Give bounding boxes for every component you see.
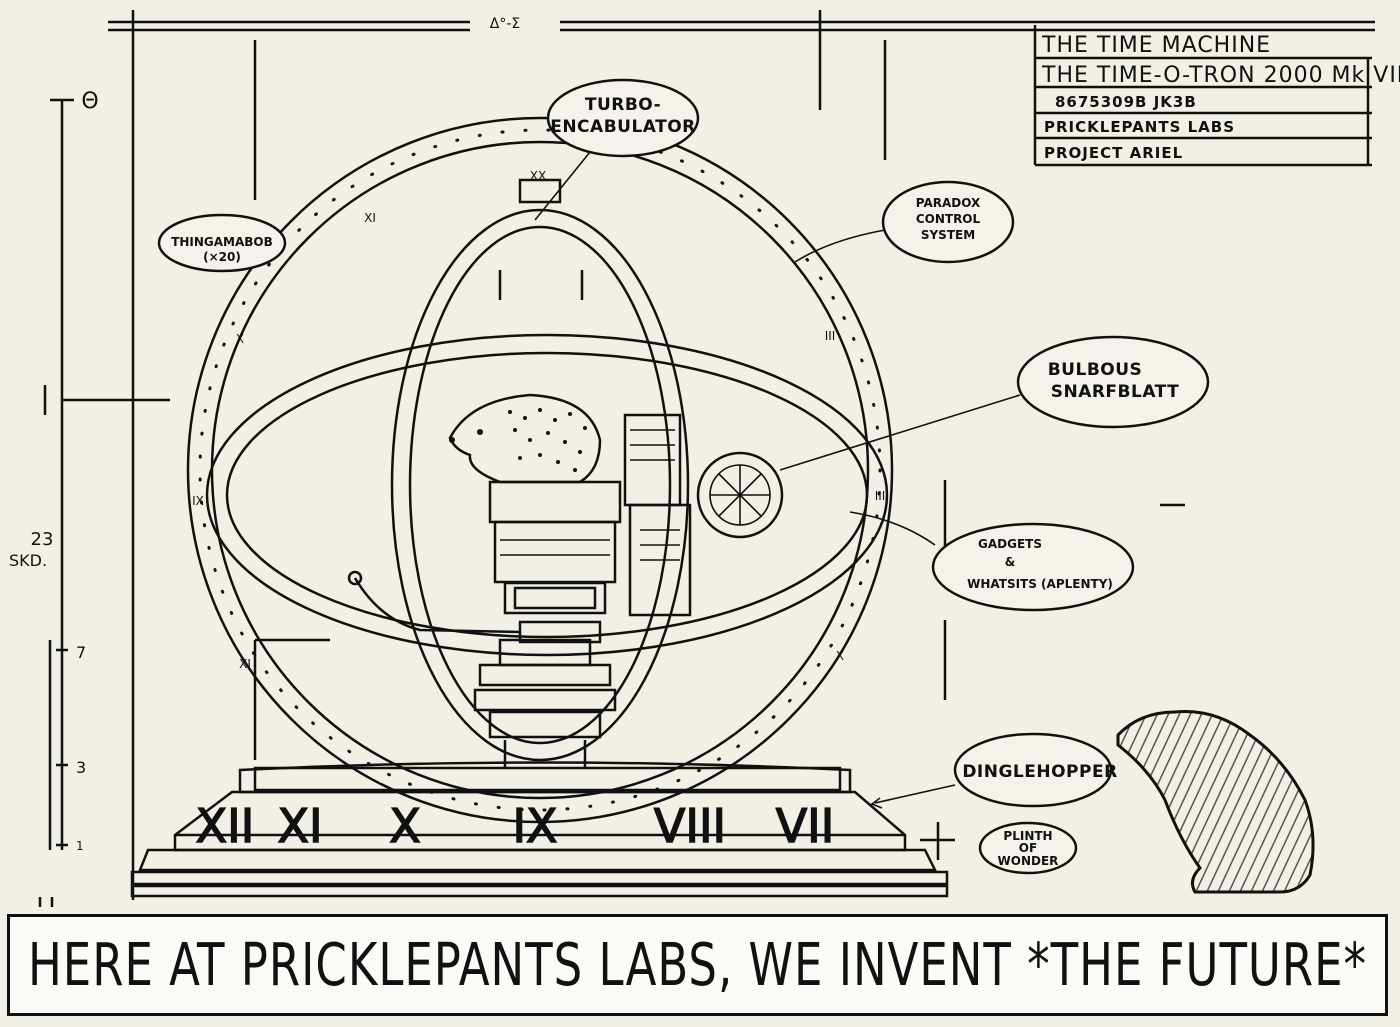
callout-turbo-encabulator: TURBO- ENCABULATOR — [546, 78, 700, 158]
plinth-label-line2: OF — [1019, 841, 1037, 855]
paradox-label-line2: CONTROL — [916, 212, 981, 226]
plinth-numeral-vii: VII — [776, 799, 835, 853]
machine-core — [347, 393, 784, 768]
gadgets-label-line2: & — [1005, 555, 1015, 569]
vertical-gimbal — [390, 178, 690, 762]
callout-dinglehopper: DINGLEHOPPER — [953, 732, 1117, 808]
callout-paradox-control: PARADOX CONTROL SYSTEM — [881, 180, 1015, 264]
ring-numeral-lower-right: X — [836, 649, 844, 663]
plinth-numeral-xii: XII — [196, 799, 255, 853]
scale-tick-3: 3 — [76, 758, 86, 777]
dimension-lines — [38, 10, 1375, 907]
theta-mark: Θ — [81, 89, 98, 114]
horizontal-gimbal — [205, 333, 889, 657]
plinth-label-line1: PLINTH — [1003, 829, 1052, 843]
turbo-label-line2: ENCABULATOR — [550, 117, 696, 137]
thing-label-line1: THINGAMABOB — [171, 235, 273, 249]
title-block-line-4: PRICKLEPANTS LABS — [1044, 118, 1235, 136]
caption-text: HERE AT PRICKLEPANTS LABS, WE INVENT *TH… — [27, 930, 1368, 1000]
title-block-line-5: PROJECT ARIEL — [1044, 144, 1183, 162]
scale-tick-1: 1 — [76, 839, 84, 853]
thing-label-line2: (×20) — [203, 250, 241, 264]
ring-numeral-left-upper: X — [236, 332, 244, 346]
outer-ring — [186, 116, 894, 824]
title-block-line-3: 8675309B JK3B — [1055, 93, 1197, 111]
title-block-line-1: THE TIME MACHINE — [1041, 33, 1271, 58]
callout-leaders — [534, 151, 1021, 809]
paradox-label-line1: PARADOX — [916, 196, 981, 210]
callout-bulbous-snarfblatt: BULBOUS SNARFBLATT — [1016, 335, 1210, 429]
title-block-line-2: THE TIME-O-TRON 2000 Mk VIII — [1041, 63, 1400, 88]
callout-thingamabob: THINGAMABOB (×20) — [157, 213, 287, 273]
plinth-numeral-viii: VIII — [654, 799, 726, 853]
height-unit: SKD. — [9, 551, 47, 570]
bulbous-label-line1: BULBOUS — [1048, 360, 1143, 380]
bulbous-label-line2: SNARFBLATT — [1051, 382, 1180, 402]
paradox-label-line3: SYSTEM — [921, 228, 975, 242]
plinth — [130, 761, 949, 898]
ring-numeral-upper-right: III — [825, 329, 836, 343]
top-dimension-mark: Δ°-Σ — [490, 16, 520, 32]
callout-plinth-of-wonder: PLINTH OF WONDER — [978, 821, 1078, 875]
turbo-label-line1: TURBO- — [585, 95, 661, 115]
dingle-label: DINGLEHOPPER — [962, 762, 1117, 782]
ring-numeral-lower-left: XI — [239, 657, 251, 671]
caption-box: HERE AT PRICKLEPANTS LABS, WE INVENT *TH… — [7, 914, 1388, 1016]
gadgets-label-line1: GADGETS — [978, 537, 1042, 551]
height-value: 23 — [31, 529, 54, 550]
gadgets-label-line3: WHATSITS (APLENTY) — [967, 577, 1113, 591]
ring-numeral-right: III — [875, 489, 886, 503]
ring-numeral-upper-left: XI — [364, 211, 376, 225]
ring-numeral-left: IX — [192, 494, 204, 508]
plinth-numeral-xi: XI — [277, 799, 322, 853]
callout-gadgets-whatsits: GADGETS & WHATSITS (APLENTY) — [931, 522, 1135, 612]
title-block — [1033, 25, 1372, 167]
plinth-numeral-x: X — [389, 799, 421, 853]
plinth-numeral-ix: IX — [512, 799, 557, 853]
scale-tick-7: 7 — [76, 643, 86, 662]
hedgehog-silhouette — [1116, 710, 1315, 894]
plinth-label-line3: WONDER — [998, 854, 1059, 868]
